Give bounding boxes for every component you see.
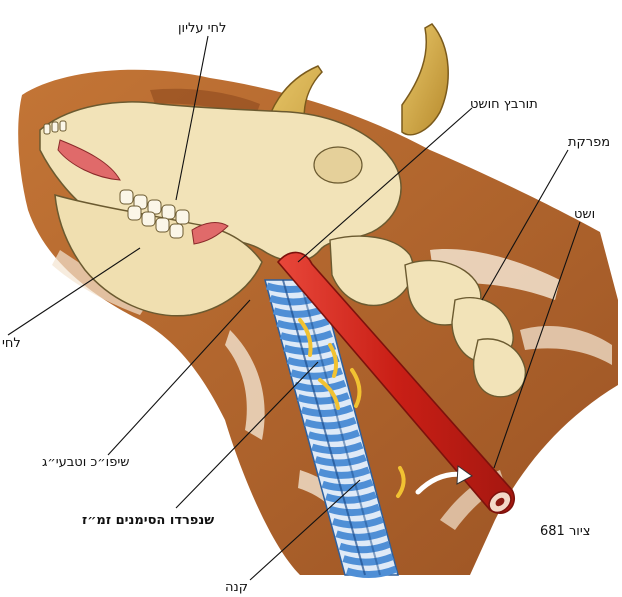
label-cartilage: תורבץ חושט (470, 98, 538, 111)
label-trachea: קנה (225, 581, 248, 594)
horn-right (402, 24, 448, 135)
label-esophagus: ושט (574, 208, 595, 221)
label-spurs: שיפו״כ וטבעי״ג (42, 456, 129, 469)
label-jaw: לחי (2, 337, 21, 350)
label-separated: שנפרדו הסימנים זמ״ז (82, 514, 214, 527)
figure-caption: ציור 681 (540, 525, 590, 538)
label-vertebra: מפרקת (568, 136, 610, 149)
label-upper-jaw: לחי עליון (178, 22, 226, 35)
